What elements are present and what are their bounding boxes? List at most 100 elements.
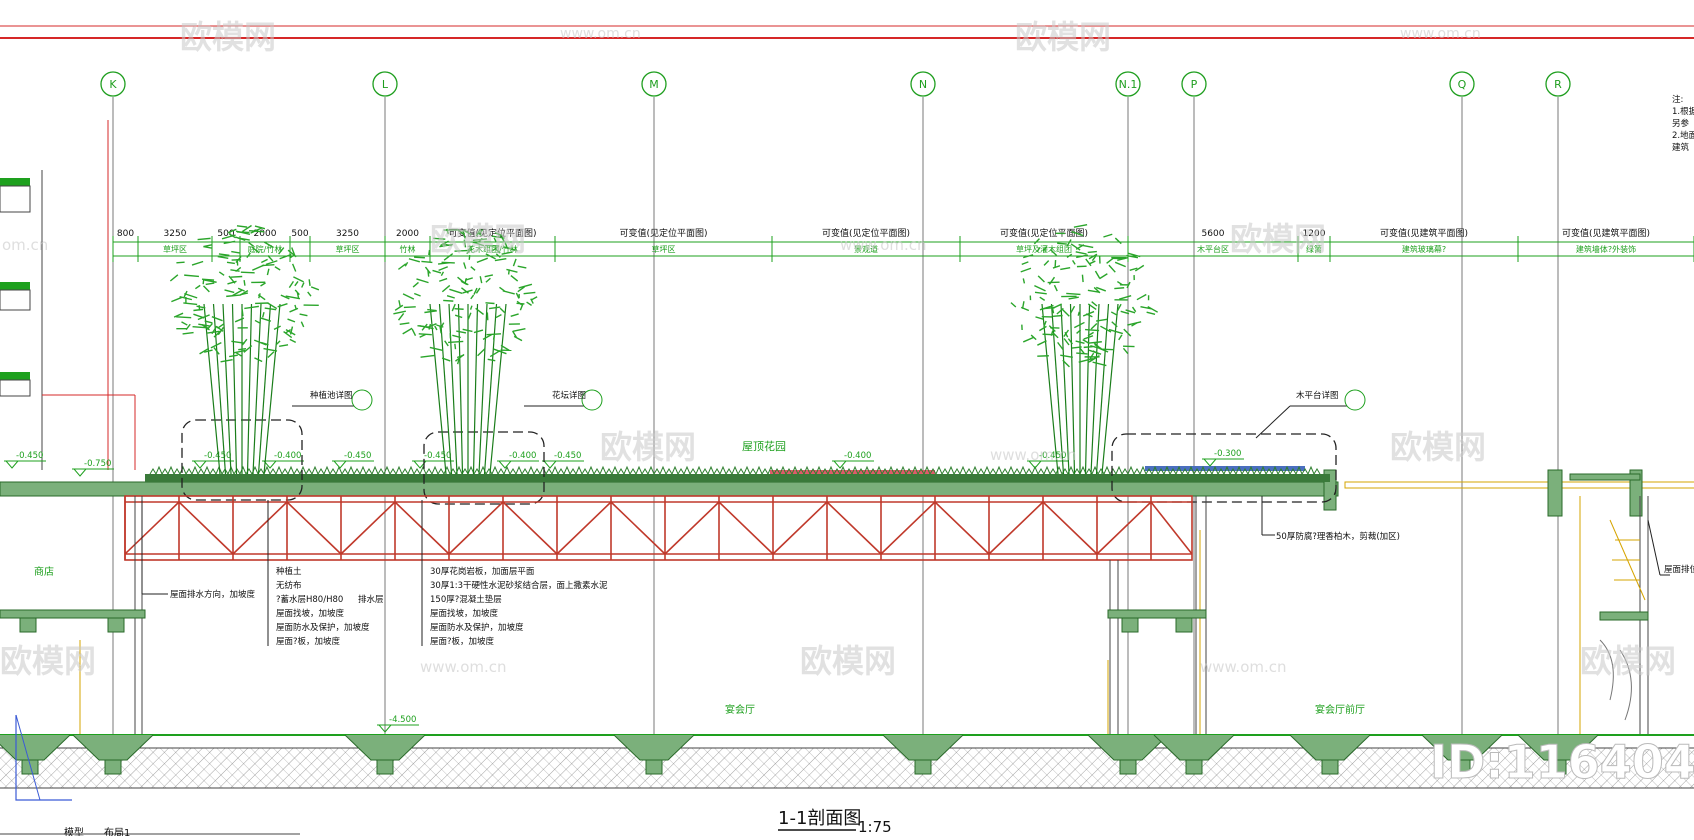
watermark-url-7: www.om.cn [1200,658,1287,676]
dim-sub-14: 建筑墙体?外装饰 [1576,244,1636,254]
truss-diag-15 [935,502,989,554]
truss-diag-16 [989,502,1043,554]
watermark-id: ID:1164047 [1430,735,1694,789]
dim-value-6: 2000 [396,229,419,239]
watermark-url-6: www.om.cn [420,658,507,676]
pier-9 [1322,760,1338,774]
left-building [0,120,135,470]
note-deck: 50厚防腐?理香柏木，剪裁(加区) [1276,531,1400,542]
level-label-8: -0.400 [844,451,871,461]
level-label-6: -0.400 [509,451,536,461]
status-tabs: 模型 布局1 [0,826,300,836]
dim-sub-1: 草坪区 [163,244,187,254]
level-arrow-4 [334,461,346,468]
watermark-url-4: www.om.cn [840,236,927,254]
level-label-3: -0.400 [274,451,301,461]
axis-label-4: N.1 [1119,78,1138,91]
watermark-url-3: om.cn [2,236,48,254]
truss-diag-11 [719,502,773,554]
truss-frame [125,496,1192,560]
level-arrow-8 [834,461,846,468]
truss-diag-3 [287,502,341,554]
note-left-1: 种植土 [276,566,302,577]
level-arrow-6 [499,461,511,468]
room-banquet-front: 宴会厅前厅 [1315,703,1365,716]
tab-layout1[interactable]: 布局1 [104,827,130,836]
note-left-3: ?蓄水层H80/H80 [276,594,343,605]
watermark-brand-9: 欧模网 [1580,642,1676,680]
axis-label-7: R [1554,78,1562,91]
truss-diag-0 [125,502,179,554]
dim-value-13: 可变值(见建筑平面图) [1380,227,1468,239]
note-left-0: 屋面排水方向，加坡度 [170,589,256,600]
axis-label-0: K [109,78,117,91]
truss-diag-9 [611,502,665,554]
dim-sub-13: 建筑玻璃幕? [1402,244,1446,254]
right-note-line1: 1.根据 [1672,106,1694,117]
watermark-brand-6: 欧模网 [1390,428,1486,466]
dim-value-1: 3250 [164,229,187,239]
right-note-line3: 2.地面 [1672,130,1694,141]
level-arrow-1 [74,469,86,476]
truss-diag-13 [827,502,881,554]
truss-diag-10 [665,502,719,554]
pier-4 [1120,760,1136,774]
truss-diag-7 [503,502,557,554]
watermark-url-1: www.om.cn [560,26,641,42]
axis-label-3: N [919,78,927,91]
bamboo-cluster-1 [393,229,537,474]
pier-2 [646,760,662,774]
axis-label-1: L [382,78,389,91]
watermark-brand-1: 欧模网 [180,18,276,56]
truss-diag-17 [1043,502,1097,554]
truss-diag-4 [341,502,395,554]
lower-structure: 屋面排位 50厚防腐?理香柏木，剪裁(加区) 商店 宴会厅 宴会厅前厅 [0,496,1694,735]
room-shop: 商店 [34,565,54,578]
roof-garden-label: 屋顶花园 [742,440,786,453]
drawing-title-scale: 1:75 [858,818,892,836]
level-label-11: -4.500 [389,715,416,725]
steel-truss [125,496,1192,560]
pier-8 [22,760,38,774]
level-label-10: -0.300 [1214,449,1241,459]
pier-5 [1186,760,1202,774]
dim-sub-8: 草坪区 [652,244,676,254]
bamboo-cluster-0 [170,226,319,474]
level-label-1: -0.750 [84,459,111,469]
note-mid-5: 屋面?板，加坡度 [430,636,495,647]
watermark-brand-3: 欧模网 [430,220,526,258]
watermark-brand-2: 欧模网 [1015,18,1111,56]
axis-label-6: Q [1458,78,1467,91]
axis-label-5: P [1191,78,1198,91]
watermark-url-2: www.om.cn [1400,26,1481,42]
right-note-line4: 建筑 [1672,142,1690,153]
truss-diag-12 [773,502,827,554]
dim-sub-6: 竹林 [400,244,416,254]
dim-sub-11: 木平台区 [1197,244,1229,254]
dim-value-4: 500 [291,229,308,239]
level-arrow-7 [544,461,556,468]
tab-model[interactable]: 模型 [64,826,84,836]
dim-sub-5: 草坪区 [336,244,360,254]
level-arrow-2 [194,461,206,468]
watermark-brand-5: 欧模网 [600,428,696,466]
watermark-brand-8: 欧模网 [800,642,896,680]
right-note: 注: 1.根据 另参 2.地面 建筑 [1672,94,1694,153]
watermark-brand-4: 欧模网 [1230,220,1326,258]
note-mid-0: 30厚花岗岩板，加面层平面 [430,566,535,577]
note-mid-2: 150厚?混凝土垫层 [430,594,502,605]
note-left-4: 屋面找坡，加坡度 [276,608,345,619]
note-left-2: 无纺布 [276,580,302,591]
pier-0 [105,760,121,774]
level-arrow-0 [6,461,18,468]
level-label-7: -0.450 [554,451,581,461]
level-label-0: -0.450 [16,451,43,461]
callout-planter-detail: 花坛详图 [552,390,586,401]
note-mid-1: 30厚1:3干硬性水泥砂浆结合层，面上撒素水泥 [430,580,608,591]
truss-diag-18 [1097,502,1151,554]
callout-bamboo-detail: 种植池详图 [310,390,353,401]
note-left-6: 屋面?板，加坡度 [276,636,341,647]
dim-sub-10: 草坪及灌木组团 [1016,244,1072,254]
